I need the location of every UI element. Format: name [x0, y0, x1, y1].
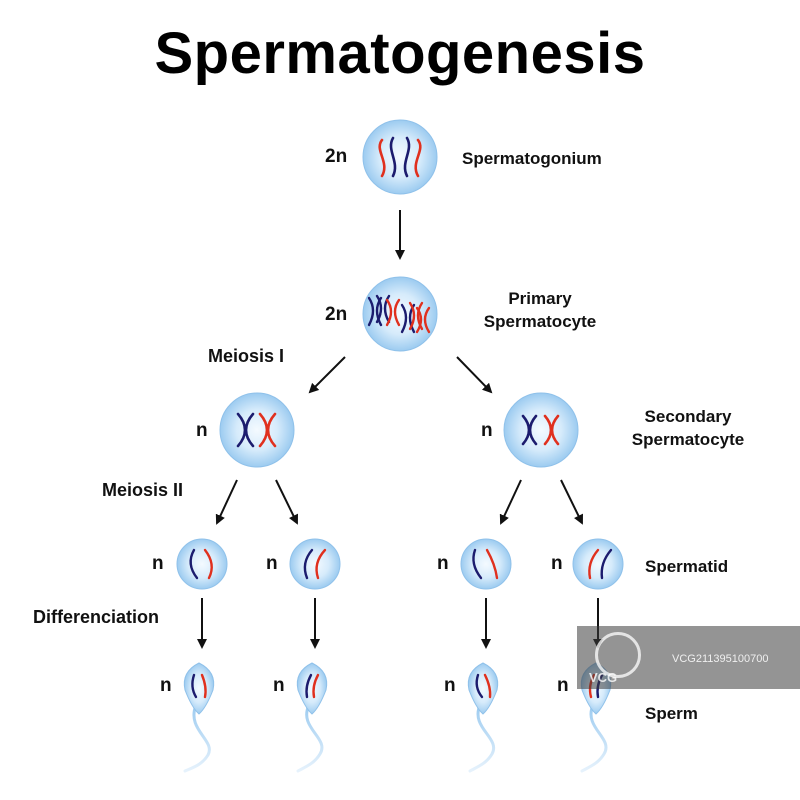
secondary-spermatocyte-cell-left	[219, 392, 295, 468]
arrow-primary-to-secondary-left	[308, 356, 346, 394]
stage-label-primary-line-1: Primary	[508, 289, 572, 308]
sperm-cell-2	[296, 662, 328, 773]
arrow-secondary-right-to-spermatid-3	[499, 479, 522, 525]
process-label-meiosis-2: Meiosis II	[102, 480, 184, 500]
ploidy-label-sperm-2: n	[273, 675, 285, 696]
spermatogonium-cell	[362, 119, 438, 195]
spermatid-cell-3	[460, 538, 512, 590]
arrow-secondary-left-to-spermatid-2	[275, 479, 298, 525]
watermark: VCG VCG211395100700	[577, 626, 800, 689]
spermatid-cell-1	[176, 538, 228, 590]
ploidy-label-sperm-3: n	[444, 675, 456, 696]
stage-label-spermatid: Spermatid	[645, 557, 729, 576]
ploidy-label-spermatid-3: n	[437, 553, 449, 574]
primary-spermatocyte-cell	[362, 276, 438, 352]
stage-label-spermatogonium: Spermatogonium	[462, 149, 602, 168]
arrow-secondary-right-to-spermatid-4	[560, 479, 583, 525]
arrow-secondary-left-to-spermatid-1	[215, 479, 238, 525]
secondary-spermatocyte-cell-right	[503, 392, 579, 468]
ploidy-label-spermatid-1: n	[152, 553, 164, 574]
stage-label-primary-line-2: Spermatocyte	[483, 312, 597, 331]
watermark-logo-icon	[595, 632, 641, 678]
ploidy-label-spermatogonium: 2n	[325, 146, 348, 167]
watermark-id: VCG211395100700	[672, 653, 769, 665]
ploidy-label-spermatid-2: n	[266, 553, 278, 574]
sperm-cell-3	[467, 662, 499, 773]
diagram-title: Spermatogenesis	[154, 21, 646, 86]
ploidy-label-secondary-left: n	[196, 420, 208, 441]
ploidy-label-sperm-1: n	[160, 675, 172, 696]
ploidy-label-sperm-4: n	[557, 675, 569, 696]
process-label-meiosis-1: Meiosis I	[208, 346, 285, 366]
ploidy-label-primary: 2n	[325, 304, 348, 325]
ploidy-label-secondary-right: n	[481, 420, 493, 441]
arrow-primary-to-secondary-right	[456, 356, 493, 394]
ploidy-label-spermatid-4: n	[551, 553, 563, 574]
sperm-cell-1	[183, 662, 215, 773]
stage-label-secondary-line-2: Spermatocyte	[631, 430, 745, 449]
watermark-logo-text: VCG	[589, 670, 618, 685]
stage-label-sperm: Sperm	[645, 704, 698, 723]
stage-label-secondary-line-1: Secondary	[644, 407, 732, 426]
process-label-differentiation: Differenciation	[33, 607, 160, 627]
spermatid-cell-4	[572, 538, 624, 590]
spermatid-cell-2	[289, 538, 341, 590]
stage-label-secondary-spermatocyte: Secondary Spermatocyte	[608, 405, 768, 451]
stage-label-primary-spermatocyte: Primary Spermatocyte	[470, 287, 610, 333]
